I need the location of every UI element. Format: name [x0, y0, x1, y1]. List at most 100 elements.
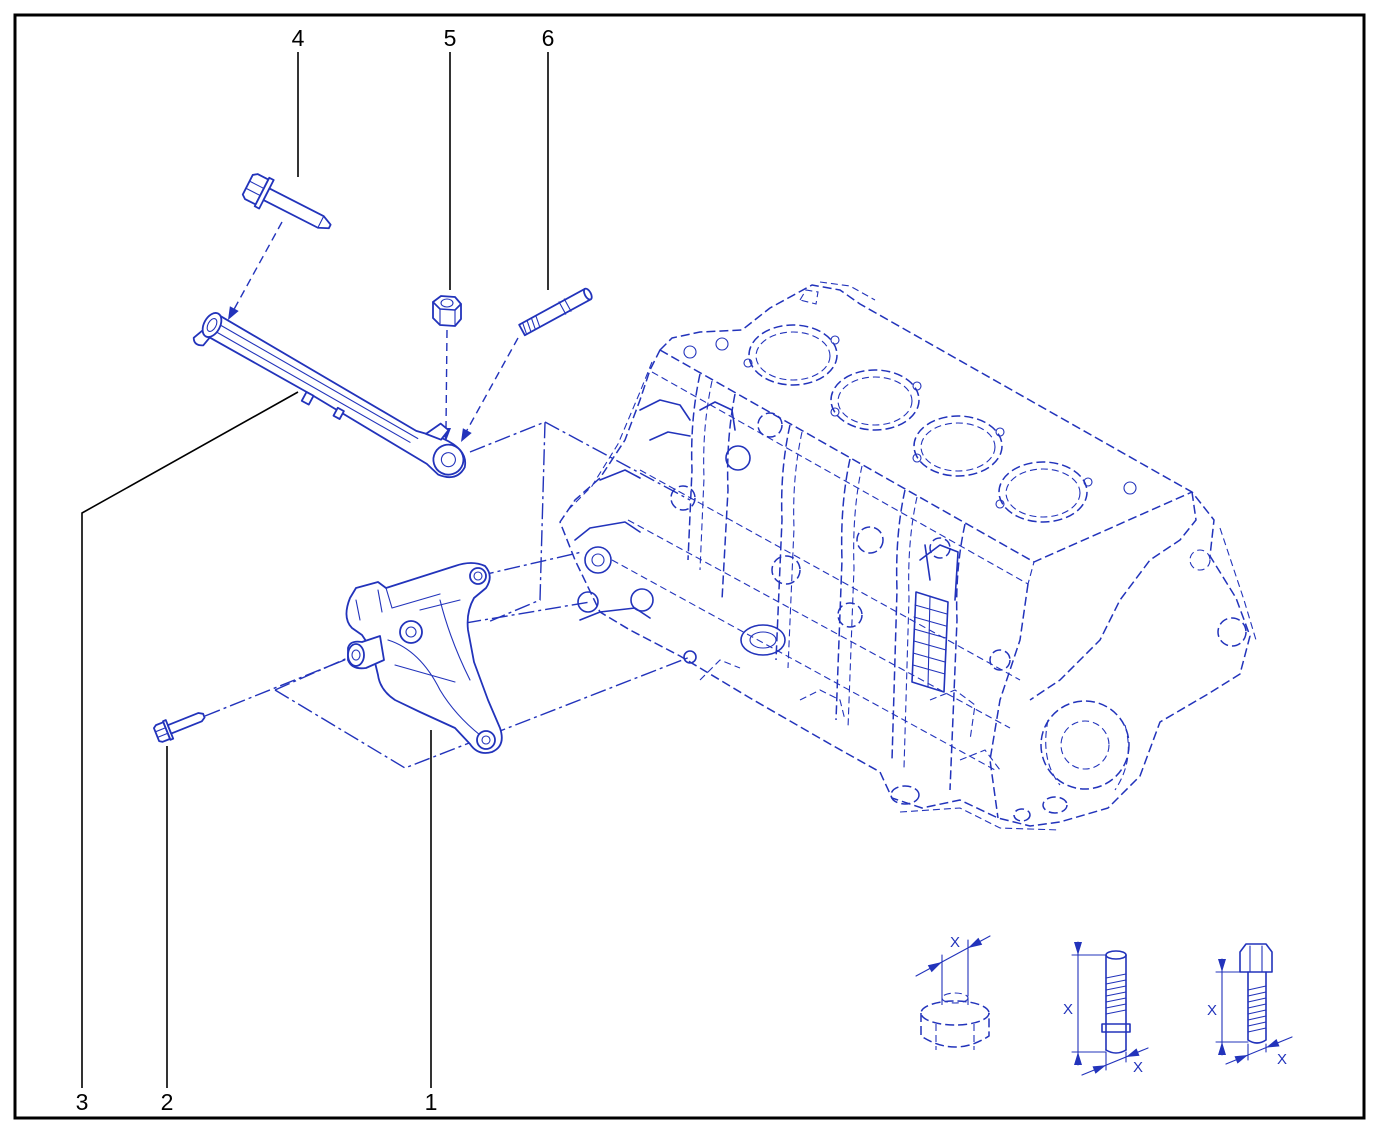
strap-bolt-tip-line	[317, 215, 325, 229]
bracket-mount-boss	[683, 650, 697, 664]
nut-body	[432, 295, 462, 327]
deck-dowel	[715, 337, 729, 351]
cylinder-3-bore	[913, 415, 1003, 477]
deck-thickness-line	[651, 371, 1035, 585]
head-bolt-hole	[743, 358, 753, 368]
block-end-face	[989, 491, 1197, 819]
timing-side-details	[574, 399, 736, 621]
legend-bolt-length-label: X	[1207, 1002, 1217, 1019]
legend-bolt-diameter-arrow	[1234, 1055, 1248, 1064]
sensor-connector-grid	[912, 595, 948, 688]
leader-lines	[81, 52, 549, 1088]
front-boss	[725, 445, 751, 471]
cylinder-1-bore	[748, 324, 838, 386]
legend-nut-facets	[935, 1024, 975, 1050]
strap-bolt	[241, 173, 332, 230]
sensor-connector-body	[911, 591, 949, 693]
callout-support-strap: 3	[76, 1089, 89, 1115]
support-strap	[192, 312, 467, 479]
lower-boss	[1013, 808, 1031, 822]
strap-bolt-arrow-line	[231, 221, 283, 314]
bracket-bolt-flange	[162, 719, 175, 741]
deck-dowel	[1123, 481, 1137, 495]
bracket-left-boss-face	[347, 643, 365, 667]
deck-top-tab	[799, 289, 819, 305]
head-bolt-hole	[912, 453, 922, 463]
timing-side-boss-hole	[591, 553, 605, 567]
support-strap-tab	[425, 422, 450, 441]
legend-stud-collar	[1101, 1023, 1131, 1033]
legend-nut-dimension-arrow	[927, 962, 942, 973]
stud-arrow-line	[465, 337, 519, 433]
legend-bolt-head-facets	[1249, 945, 1263, 973]
strap-bolt-arrowhead	[228, 306, 239, 320]
water-pump-housing	[1040, 700, 1130, 790]
bracket-top-hole	[473, 571, 483, 581]
legend-bolt-length-arrow	[1218, 1042, 1226, 1055]
engine-block-outline-offset	[565, 281, 1257, 831]
legend-nut-dimension-arrow	[968, 937, 983, 948]
lower-front-details	[699, 659, 1001, 771]
bracket-bolt-head-facets	[154, 727, 169, 738]
support-strap-pin	[300, 391, 315, 406]
nut-arrow-line	[445, 329, 448, 429]
strap-end-alignment	[469, 420, 546, 623]
end-face-boss	[1189, 549, 1211, 571]
strap-to-block-alignment	[544, 421, 691, 501]
cylinder-4-liner	[1005, 468, 1081, 518]
head-bolt-hole	[830, 335, 840, 345]
bracket-lower-alignment	[274, 656, 691, 769]
legend-stud-diameter-arrow	[1126, 1048, 1140, 1057]
front-boss	[989, 649, 1011, 671]
callout-stud: 6	[542, 25, 555, 51]
legend-bolt-diameter-label: X	[1277, 1051, 1287, 1068]
legend-nut: X	[915, 934, 991, 1050]
oil-filter-mount	[740, 624, 786, 656]
lower-boss	[890, 785, 920, 805]
legend-stud-body	[1105, 954, 1127, 1051]
strap-bolt-flange	[253, 176, 275, 210]
legend-stud-length-lines	[1071, 941, 1107, 1066]
bracket-left-alignment	[274, 655, 353, 691]
front-boss	[856, 526, 884, 554]
stud-collar	[558, 298, 572, 315]
timing-side-boss	[584, 546, 612, 574]
bracket-left-boss-hole	[351, 649, 361, 661]
cylinder-3-liner	[920, 422, 996, 472]
stud-thread	[522, 315, 541, 335]
callout-bracket-bolt: 2	[161, 1089, 174, 1115]
callout-strap-bolt: 4	[292, 25, 305, 51]
support-strap-front-hole	[440, 452, 456, 468]
legend-nut-body	[920, 1013, 990, 1048]
legend-stud-length-arrow	[1074, 942, 1082, 955]
legend-bolt-length-lines	[1215, 958, 1249, 1056]
legend-nut-collar	[941, 998, 969, 1008]
support-strap-rib	[213, 323, 419, 443]
head-bolt-hole	[912, 381, 922, 391]
legend-bolt-length-arrow	[1218, 959, 1226, 972]
cylinder-bores	[748, 324, 1088, 523]
stud-arrowhead	[461, 428, 472, 442]
deck-dowel	[683, 345, 697, 359]
bracket-middle-boss	[399, 620, 423, 644]
callout-nut: 5	[444, 25, 457, 51]
bracket-ribs	[355, 587, 481, 736]
front-boss	[757, 412, 783, 438]
callout-bracket: 1	[425, 1089, 438, 1115]
callout-labels: 4 5 6 3 2 1	[76, 25, 555, 1115]
stud	[518, 287, 593, 337]
legend-stud-top	[1105, 950, 1127, 960]
head-bolt-hole	[1083, 477, 1093, 487]
legend-stud-thread	[1105, 973, 1127, 1015]
cylinder-2-liner	[837, 376, 913, 426]
legend-nut-dimension-label: X	[950, 934, 960, 951]
head-bolt-hole	[995, 499, 1005, 509]
crankshaft-boss	[1217, 617, 1247, 647]
bracket	[345, 562, 503, 754]
block-front-horizontal-lines	[611, 469, 1021, 771]
legend-bolt-diameter-arrow	[1266, 1039, 1280, 1048]
legend-bolt-shank	[1247, 971, 1267, 1044]
deck-front-edge	[659, 349, 1193, 563]
legend-stud-bottom	[1105, 1049, 1127, 1054]
bracket-lower-hole	[481, 735, 491, 745]
